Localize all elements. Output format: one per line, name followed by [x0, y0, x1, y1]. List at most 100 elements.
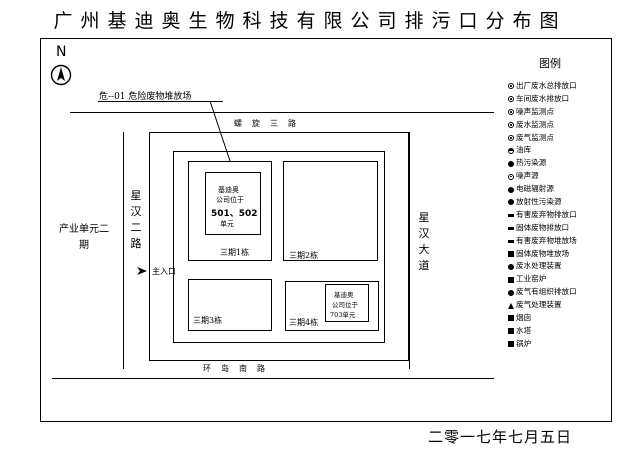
legend-item-label: 有害废弃物堆放场	[516, 235, 577, 245]
company-2-name: 基迪奥	[334, 291, 354, 299]
ring-icon	[508, 83, 514, 90]
legend-item-label: 有害废弃物排放口	[516, 209, 577, 219]
entrance-arrow-icon	[137, 267, 147, 275]
legend-item-label: 噪声源	[516, 171, 539, 181]
legend-item: 废气处理装置	[508, 299, 577, 312]
legend-item: 废水监测点	[508, 119, 577, 132]
inner-campus-outline	[173, 151, 385, 343]
building-3-label: 三期3栋	[193, 316, 223, 325]
map-title: 广州基迪奥生物科技有限公司排污口分布图	[53, 10, 567, 32]
north-arrow-icon	[50, 64, 72, 86]
dot-icon	[508, 263, 514, 270]
legend-item: 工业窑炉	[508, 273, 577, 286]
legend-item: 废气监测点	[508, 132, 577, 145]
legend-item: 放射性污染源	[508, 196, 577, 209]
hazard-label-underline	[98, 101, 223, 102]
legend-item-label: 固体废物堆放场	[516, 248, 570, 258]
legend-item: 车间废水排放口	[508, 93, 577, 106]
dot-icon	[508, 289, 514, 296]
legend-title: 图例	[539, 57, 561, 70]
legend-item-label: 锅炉	[516, 338, 532, 348]
legend-item-label: 热污染源	[516, 158, 547, 168]
company-2-location: 公司位于	[332, 301, 358, 309]
square-icon	[508, 341, 514, 348]
company-1-unit-suffix: 单元	[220, 220, 234, 228]
square-icon	[508, 328, 514, 335]
ring-icon	[508, 122, 514, 129]
company-1-location: 公司位于	[216, 196, 244, 204]
building-1-label: 三期1栋	[220, 248, 250, 257]
legend-item-label: 废气监测点	[516, 132, 554, 142]
road-line-top	[70, 112, 494, 113]
square-icon	[508, 276, 514, 283]
legend-item-label: 废气有组织排放口	[516, 287, 577, 297]
road-label-top: 螺旋三路	[234, 119, 306, 128]
company-2-units: 703单元	[330, 311, 356, 319]
company-unit-box-2	[325, 284, 369, 322]
map-date: 二零一七年七月五日	[428, 428, 573, 446]
legend-item: 电磁辐射源	[508, 183, 577, 196]
legend-item-label: 油库	[516, 145, 532, 155]
campus-outline	[149, 132, 409, 361]
legend-item-label: 车间废水排放口	[516, 93, 570, 103]
legend-item-label: 放射性污染源	[516, 197, 562, 207]
legend-item: 有害废弃物排放口	[508, 209, 577, 222]
road-label-left: 星汉二路	[130, 189, 142, 250]
industrial-unit-label: 产业单元二期	[59, 224, 109, 251]
dot-icon	[508, 186, 514, 193]
legend-item: 烟囱	[508, 312, 577, 325]
legend-item-label: 固体废物排放口	[516, 222, 570, 232]
map-frame	[40, 38, 612, 422]
north-label: N	[56, 44, 67, 60]
building-2	[283, 161, 378, 261]
legend-item-label: 烟囱	[516, 313, 532, 323]
building-3	[188, 279, 272, 331]
dot-icon	[508, 160, 514, 167]
legend-item: 出厂废水总排放口	[508, 80, 577, 93]
legend-item: 固体废物排放口	[508, 222, 577, 235]
legend-item-label: 废水监测点	[516, 119, 554, 129]
legend-item: 废气有组织排放口	[508, 286, 577, 299]
legend-item-label: 噪声监测点	[516, 106, 554, 116]
legend-item-label: 废气处理装置	[516, 300, 562, 310]
legend-item: 噪声监测点	[508, 106, 577, 119]
legend-item: 有害废弃物堆放场	[508, 235, 577, 248]
ring-icon	[508, 96, 514, 103]
triangle-icon	[508, 302, 514, 309]
half-circle-icon	[508, 147, 514, 154]
company-unit-box-1	[205, 172, 261, 235]
road-line-right	[409, 132, 410, 369]
dot-icon	[508, 199, 514, 206]
hazard-storage-label: 危--01 危险废物堆放场	[99, 92, 192, 102]
bar-icon	[508, 226, 514, 230]
building-2-label: 三期2栋	[289, 251, 319, 260]
ring-icon	[508, 173, 514, 180]
company-1-units: 501、502	[211, 209, 258, 219]
ring-icon	[508, 135, 514, 141]
legend-list: 出厂废水总排放口车间废水排放口噪声监测点废水监测点废气监测点油库热污染源噪声源电…	[508, 80, 577, 351]
road-label-right: 星汉大道	[418, 211, 430, 272]
legend-item: 噪声源	[508, 170, 577, 183]
legend-item: 锅炉	[508, 338, 577, 351]
building-4-label: 三期4栋	[289, 318, 319, 327]
company-1-name: 基迪奥	[218, 186, 239, 194]
road-label-bottom: 环岛南路	[203, 364, 275, 373]
square-icon	[508, 251, 514, 258]
legend-item-label: 出厂废水总排放口	[516, 81, 577, 90]
main-entrance-label: 主入口	[152, 267, 176, 276]
legend-item: 热污染源	[508, 157, 577, 170]
legend-item: 水塔	[508, 325, 577, 338]
legend-item-label: 工业窑炉	[516, 274, 547, 284]
bar-icon	[508, 239, 514, 243]
road-line-bottom	[52, 378, 494, 379]
legend-item: 固体废物堆放场	[508, 248, 577, 261]
legend-item-label: 水塔	[516, 325, 532, 335]
legend-item-label: 废水处理装置	[516, 261, 562, 271]
square-icon	[508, 315, 514, 322]
legend-item-label: 电磁辐射源	[516, 184, 554, 194]
bar-icon	[508, 213, 514, 217]
legend-item: 废水处理装置	[508, 260, 577, 273]
road-line-left	[123, 132, 124, 369]
legend-item: 油库	[508, 144, 577, 157]
ring-icon	[508, 109, 514, 116]
